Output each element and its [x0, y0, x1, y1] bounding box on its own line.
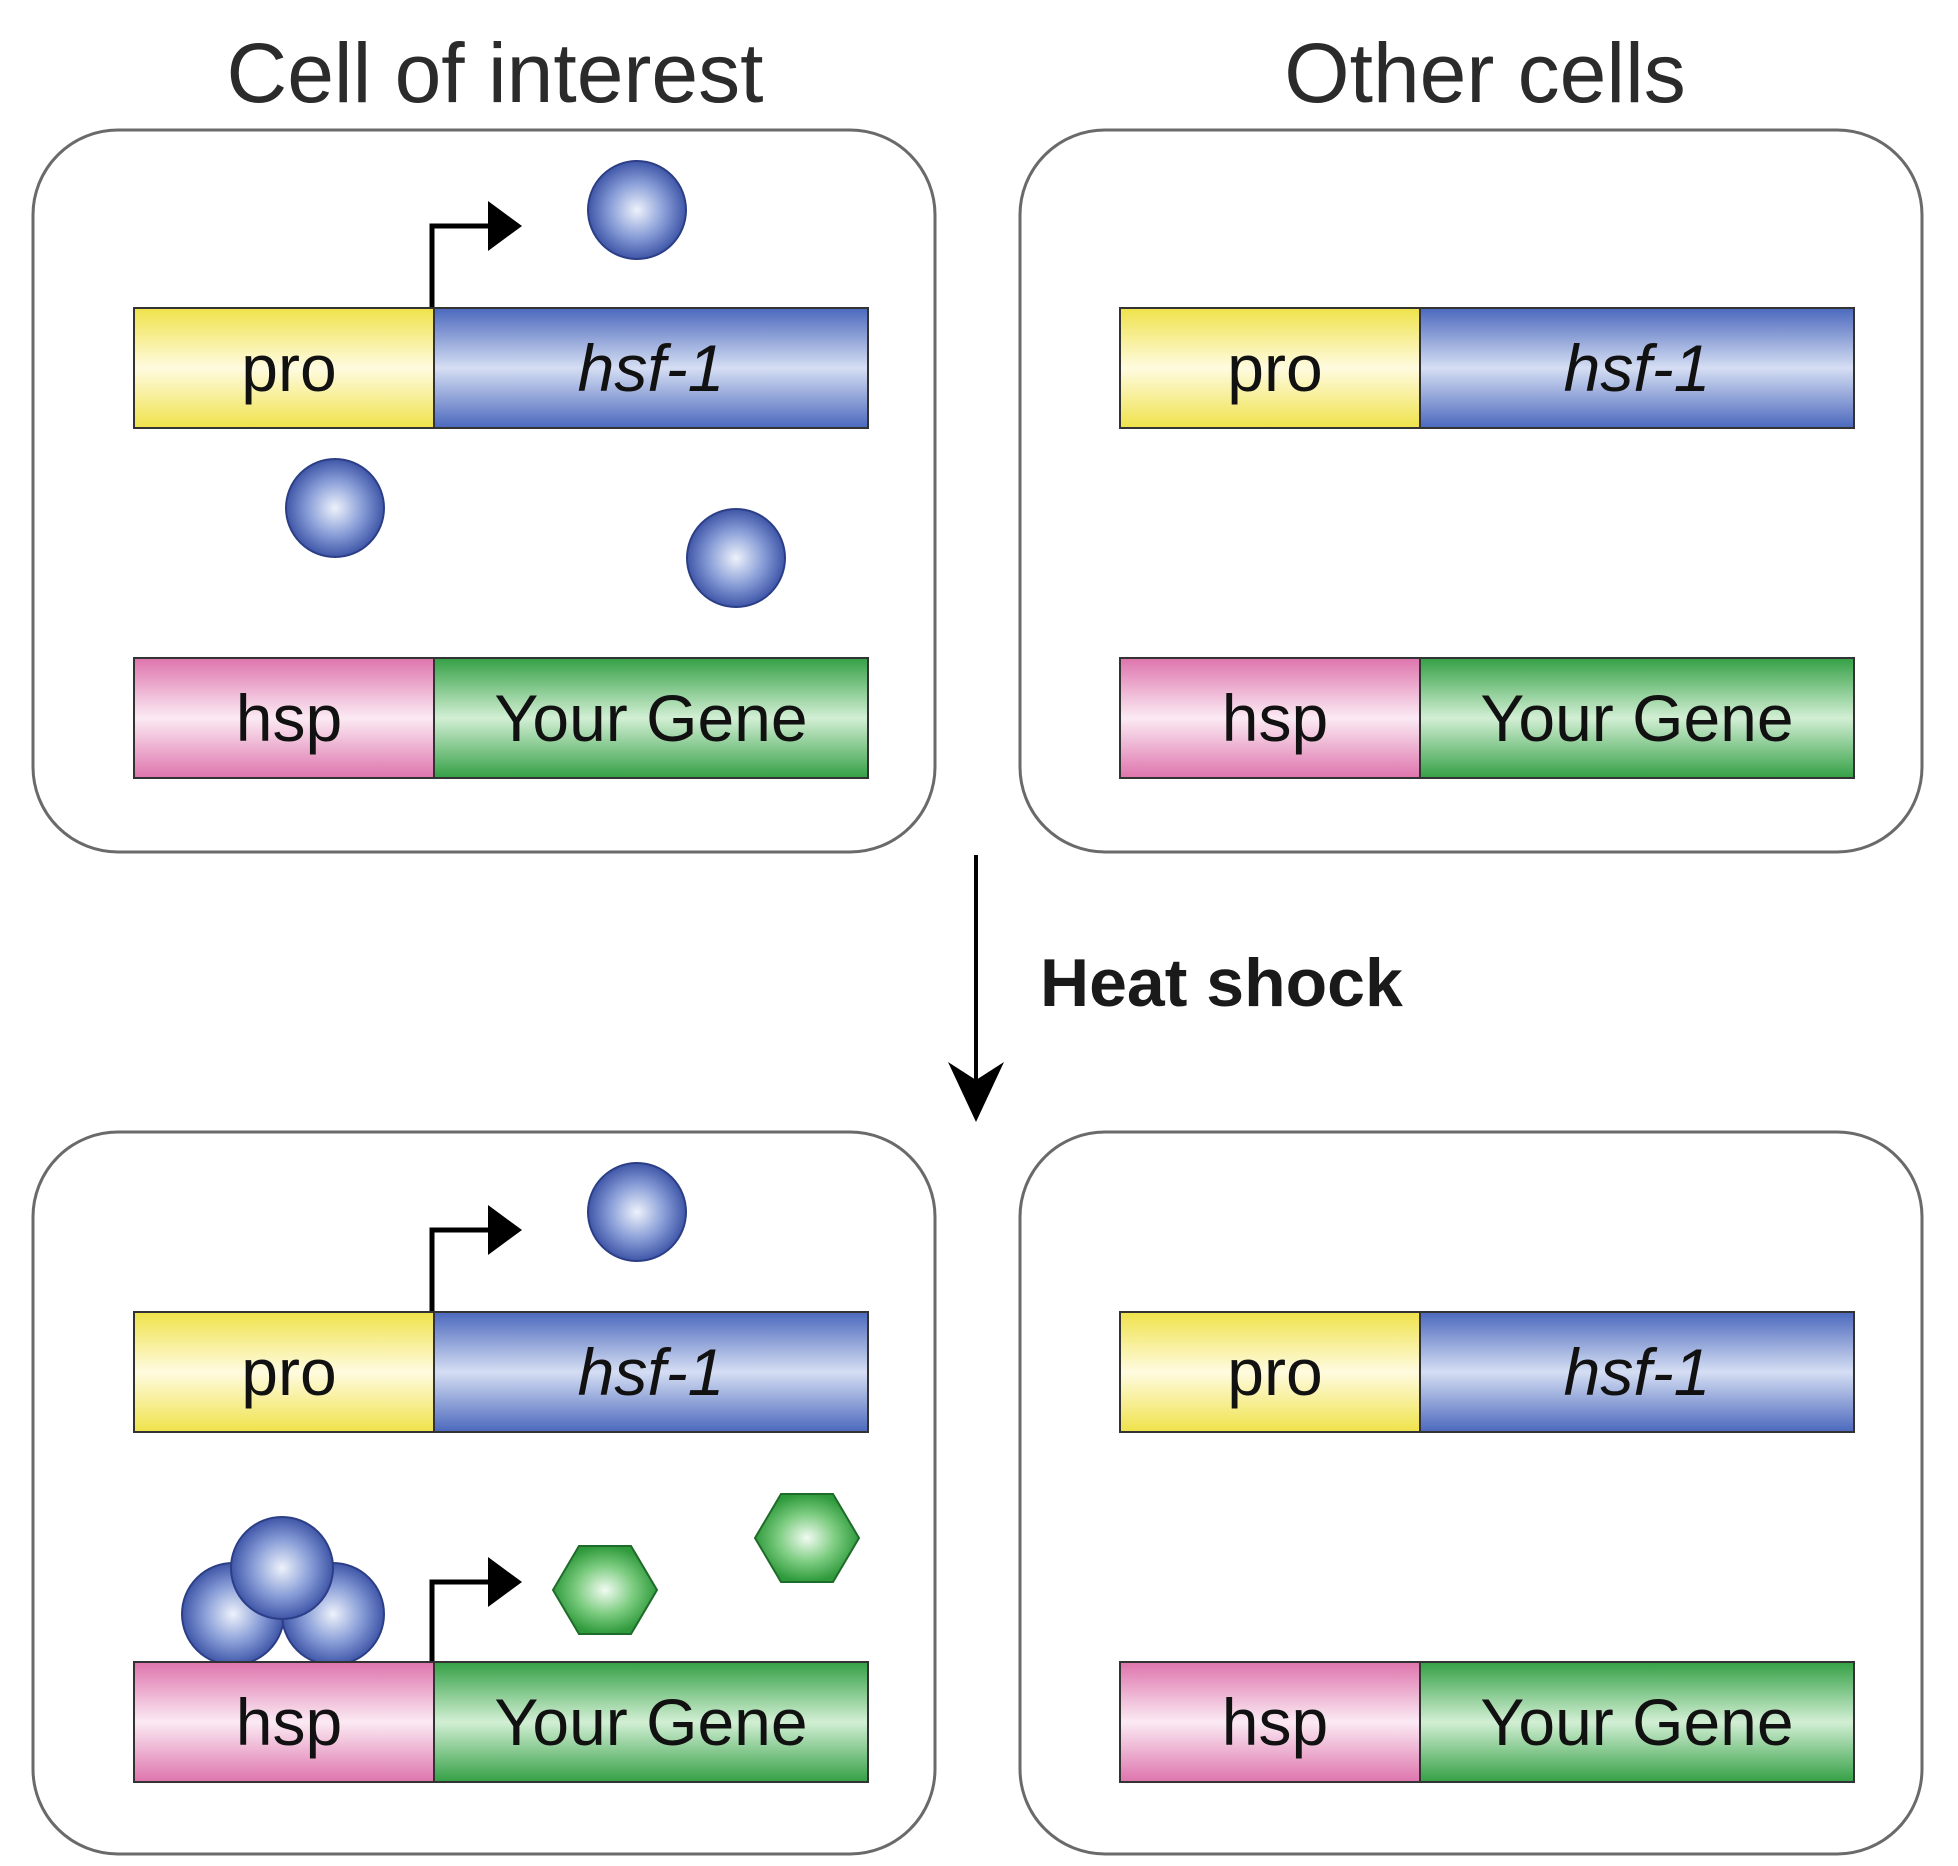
reporter-construct: hsp Your Gene: [133, 657, 869, 779]
your-gene-label: Your Gene: [494, 681, 807, 755]
hsp-label: hsp: [1222, 1685, 1328, 1759]
hsf1-construct: pro hsf-1: [133, 307, 869, 429]
your-gene-label: Your Gene: [494, 1685, 807, 1759]
your-gene-label: Your Gene: [1480, 1685, 1793, 1759]
pro-label: pro: [241, 1335, 336, 1409]
hsf1-label: hsf-1: [578, 331, 725, 405]
hsf1-construct: pro hsf-1: [1119, 1311, 1855, 1433]
bent-arrow-icon: [429, 1205, 522, 1312]
header-other-cells: Other cells: [1284, 26, 1685, 120]
sphere-icon: [587, 1162, 687, 1262]
reporter-construct: hsp Your Gene: [1119, 1661, 1855, 1783]
hsp-segment: [134, 1662, 434, 1782]
hexagon-icon: [753, 1493, 861, 1583]
bent-arrow-icon: [429, 201, 522, 308]
reporter-construct: hsp Your Gene: [1119, 657, 1855, 779]
hsp-label: hsp: [236, 681, 342, 755]
hsf1-label: hsf-1: [1564, 1335, 1711, 1409]
panel-top-right: pro hsf-1 hsp Your Gene: [1018, 128, 1924, 854]
hsf1-construct: pro hsf-1: [1119, 307, 1855, 429]
down-arrow-icon: [948, 855, 1004, 1122]
hsf1-label: hsf-1: [1564, 331, 1711, 405]
your-gene-segment: [1420, 1662, 1854, 1782]
pro-label: pro: [1227, 331, 1322, 405]
sphere-icon: [285, 458, 385, 558]
heat-shock-label: Heat shock: [1040, 945, 1403, 1021]
pro-segment: [1120, 308, 1420, 428]
hsp-segment: [1120, 1662, 1420, 1782]
pro-segment: [134, 1312, 434, 1432]
your-gene-segment: [434, 658, 868, 778]
pro-label: pro: [1227, 1335, 1322, 1409]
bent-arrow-icon: [429, 1557, 522, 1662]
panel-top-left: pro hsf-1 hsp Your Gene: [31, 128, 937, 854]
sphere-icon: [587, 160, 687, 260]
hsf1-segment: [1420, 1312, 1854, 1432]
hsp-label: hsp: [1222, 681, 1328, 755]
sphere-icon: [686, 508, 786, 608]
pro-label: pro: [241, 331, 336, 405]
hsf1-segment: [434, 308, 868, 428]
panel-bottom-right: pro hsf-1 hsp Your Gene: [1018, 1130, 1924, 1856]
hsp-segment: [134, 658, 434, 778]
hsf1-segment: [434, 1312, 868, 1432]
hsf1-construct: pro hsf-1: [133, 1311, 869, 1433]
hsf1-segment: [1420, 308, 1854, 428]
hsf1-cluster: [181, 1516, 385, 1666]
reporter-construct: hsp Your Gene: [133, 1661, 869, 1783]
hexagon-icon: [551, 1545, 659, 1635]
sphere-icon: [230, 1516, 334, 1620]
hsp-label: hsp: [236, 1685, 342, 1759]
pro-segment: [1120, 1312, 1420, 1432]
your-gene-segment: [1420, 658, 1854, 778]
hsf1-label: hsf-1: [578, 1335, 725, 1409]
panel-bottom-left: pro hsf-1 hsp Your Gene: [31, 1130, 937, 1856]
hsp-segment: [1120, 658, 1420, 778]
your-gene-segment: [434, 1662, 868, 1782]
header-cell-of-interest: Cell of interest: [227, 26, 764, 120]
your-gene-label: Your Gene: [1480, 681, 1793, 755]
pro-segment: [134, 308, 434, 428]
